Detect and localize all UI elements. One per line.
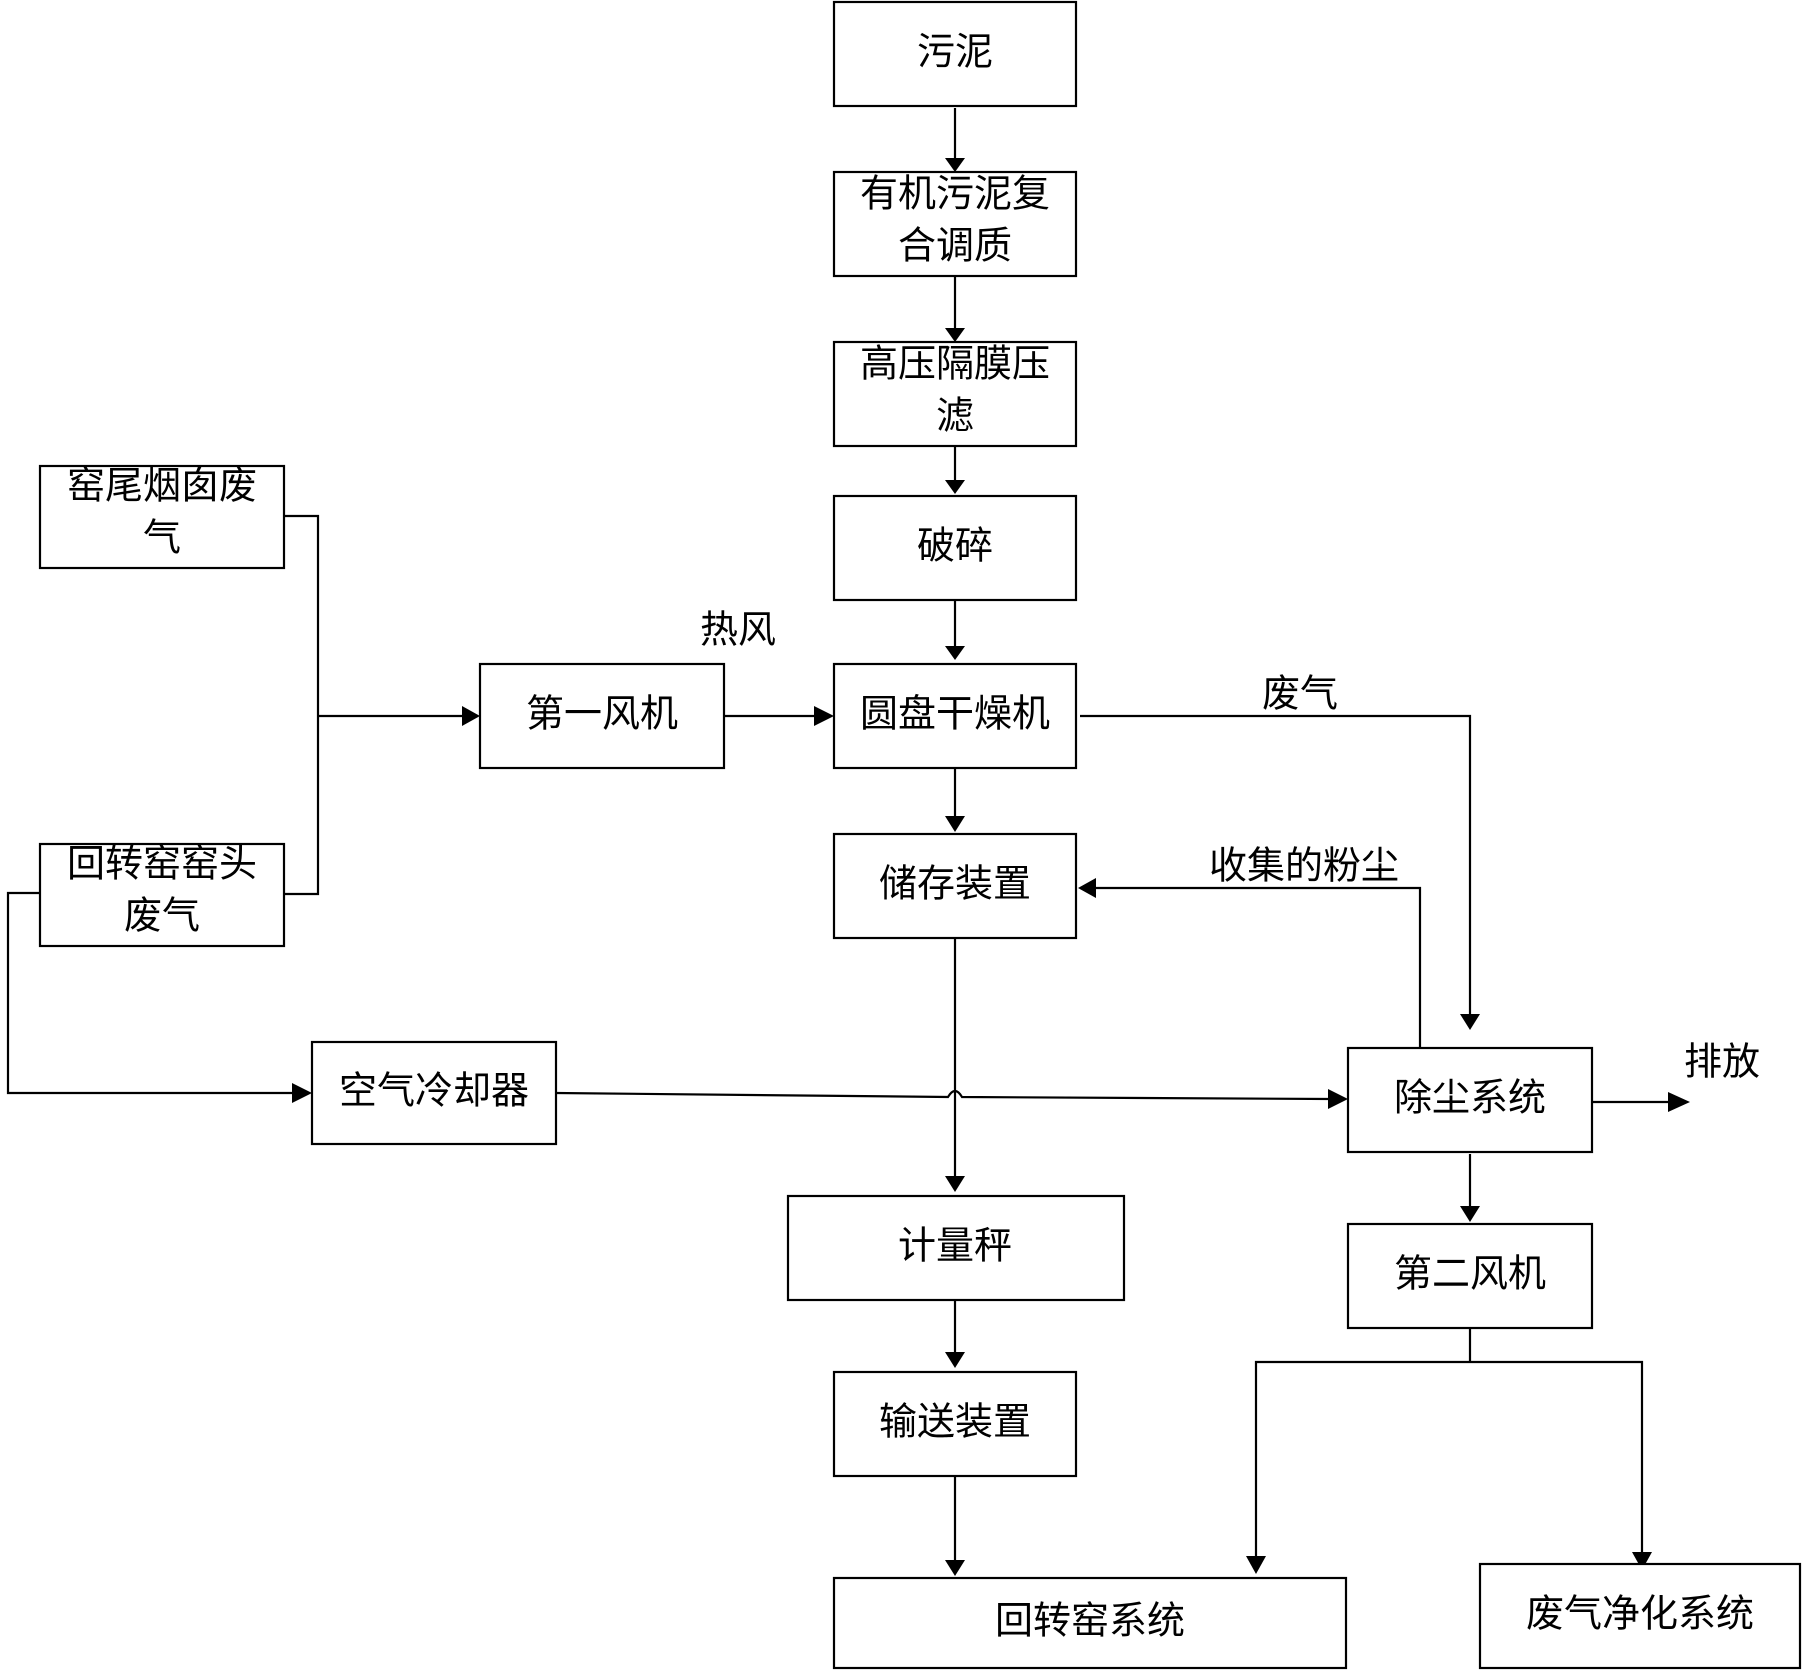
box-kiln-tail-gas-line1: 窑尾烟囱废 xyxy=(67,464,257,508)
arrowhead xyxy=(945,158,965,172)
box-disc-dryer: 圆盘干燥机 xyxy=(832,662,1078,770)
arrowhead xyxy=(945,1560,965,1576)
box-kiln-head-gas-line1: 回转窑窑头 xyxy=(67,842,257,886)
arrowhead xyxy=(1460,1014,1480,1030)
edge-tail-gas-merge xyxy=(284,514,320,896)
arrowhead xyxy=(1246,1556,1266,1574)
arrowhead xyxy=(1328,1089,1348,1109)
box-kiln-head-gas: 回转窑窑头 废气 xyxy=(38,842,286,948)
edge-dryer-exhaust-to-dust xyxy=(1080,714,1472,1016)
arrowhead xyxy=(945,328,965,342)
arrowhead xyxy=(1668,1092,1690,1112)
arrowhead xyxy=(945,1352,965,1368)
box-crusher: 破碎 xyxy=(832,494,1078,602)
box-first-fan: 第一风机 xyxy=(478,662,726,770)
arrowhead xyxy=(292,1083,312,1103)
box-membrane-filter-line2: 滤 xyxy=(936,394,974,438)
arrowhead xyxy=(945,816,965,832)
arrowhead xyxy=(945,1176,965,1192)
box-air-cooler: 空气冷却器 xyxy=(310,1040,558,1146)
box-conveyor: 输送装置 xyxy=(832,1370,1078,1478)
box-gas-purification-label: 废气净化系统 xyxy=(1526,1592,1754,1636)
box-weighing-scale: 计量秤 xyxy=(786,1194,1126,1302)
arrowhead xyxy=(1460,1206,1480,1222)
arrowhead xyxy=(945,646,965,660)
arrowhead xyxy=(1078,878,1096,898)
box-membrane-filter-line1: 高压隔膜压 xyxy=(860,342,1050,386)
label-hot-air: 热风 xyxy=(700,608,776,652)
box-first-fan-label: 第一风机 xyxy=(526,692,678,736)
flow-connectors xyxy=(6,108,1672,1562)
arrowhead xyxy=(814,706,834,726)
arrowhead xyxy=(945,480,965,494)
box-rotary-kiln-system: 回转窑系统 xyxy=(832,1576,1348,1670)
edge-dust-to-storage xyxy=(1092,886,1422,1048)
box-gas-purification: 废气净化系统 xyxy=(1478,1562,1802,1670)
box-air-cooler-label: 空气冷却器 xyxy=(339,1069,529,1113)
arrowheads xyxy=(292,158,1690,1576)
box-dust-removal: 除尘系统 xyxy=(1346,1046,1594,1154)
box-kiln-tail-gas: 窑尾烟囱废 气 xyxy=(38,464,286,570)
box-conditioning-line1: 有机污泥复 xyxy=(860,172,1050,216)
arrowhead xyxy=(1632,1552,1652,1570)
box-storage-label: 储存装置 xyxy=(879,862,1031,906)
box-weighing-scale-label: 计量秤 xyxy=(898,1224,1012,1268)
box-conveyor-label: 输送装置 xyxy=(879,1400,1031,1444)
edge-cooler-to-dust xyxy=(555,1089,1331,1101)
arrowhead xyxy=(462,706,480,726)
box-membrane-filter: 高压隔膜压 滤 xyxy=(832,340,1078,448)
box-conditioning-line2: 合调质 xyxy=(898,224,1012,268)
box-second-fan: 第二风机 xyxy=(1346,1222,1594,1330)
edge-fan2-split xyxy=(1254,1328,1644,1556)
box-conditioning: 有机污泥复 合调质 xyxy=(832,170,1078,278)
box-storage: 储存装置 xyxy=(832,832,1078,940)
box-kiln-head-gas-line2: 废气 xyxy=(124,894,200,938)
label-collected-dust: 收集的粉尘 xyxy=(1209,844,1399,888)
box-crusher-label: 破碎 xyxy=(917,524,993,568)
box-sludge: 污泥 xyxy=(832,0,1078,108)
box-kiln-tail-gas-line2: 气 xyxy=(143,516,181,560)
edge-head-gas-to-cooler xyxy=(6,891,296,1095)
label-discharge: 排放 xyxy=(1684,1040,1760,1084)
box-second-fan-label: 第二风机 xyxy=(1394,1252,1546,1296)
label-exhaust: 废气 xyxy=(1262,672,1338,716)
box-dust-removal-label: 除尘系统 xyxy=(1394,1076,1546,1120)
box-sludge-label: 污泥 xyxy=(917,30,993,74)
box-rotary-kiln-system-label: 回转窑系统 xyxy=(995,1599,1185,1643)
box-disc-dryer-label: 圆盘干燥机 xyxy=(860,692,1050,736)
